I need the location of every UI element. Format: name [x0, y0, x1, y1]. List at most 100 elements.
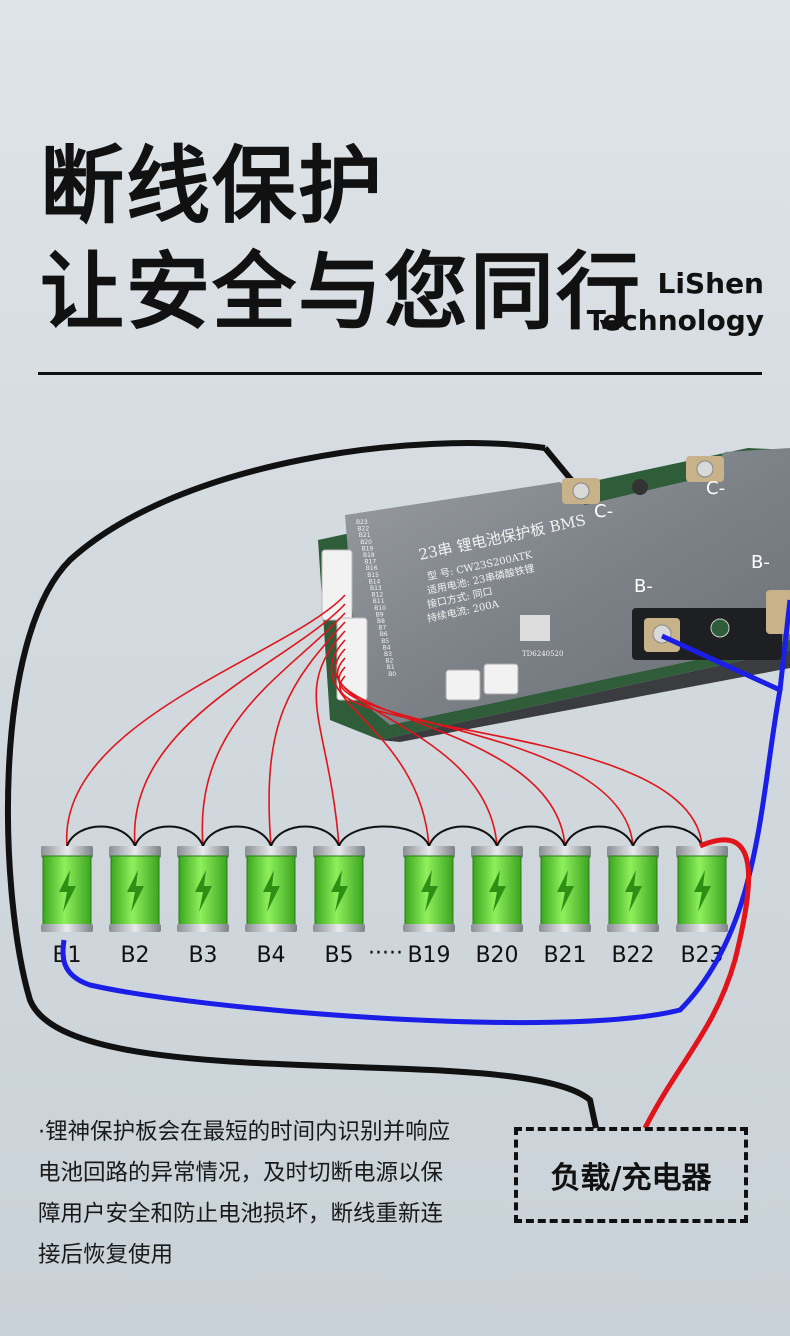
pin-label: B12	[371, 592, 383, 599]
pin-label: B2	[385, 658, 393, 665]
battery-cell: B3	[177, 846, 229, 968]
pin-label: B20	[360, 539, 372, 546]
pin-label: B0	[388, 671, 396, 678]
headline-line-2: 让安全与您同行	[40, 243, 643, 341]
label-b-minus-right: B-	[751, 552, 770, 573]
balance-wire	[201, 612, 346, 847]
balance-wire	[66, 594, 346, 847]
pin-label: B11	[373, 598, 385, 605]
cell-label: B4	[256, 943, 285, 968]
negative-wire	[60, 633, 783, 1026]
terminal-b-minus-right	[766, 590, 790, 634]
battery-cell: B20	[471, 846, 523, 968]
terminal-c-minus-right	[686, 456, 724, 482]
lightning-bolt-icon	[421, 870, 438, 912]
lightning-bolt-icon	[694, 870, 711, 912]
negative-wire-stub	[777, 599, 790, 691]
series-link	[202, 825, 272, 847]
series-link	[564, 825, 634, 847]
load-charger-label: 负载/充电器	[550, 1161, 712, 1196]
series-link	[428, 825, 498, 847]
lightning-bolt-icon	[557, 870, 574, 912]
brand-name: LiShen	[657, 267, 764, 300]
pin-label: B22	[357, 526, 369, 533]
terminal-bolt-middle	[632, 479, 648, 495]
series-link	[496, 825, 566, 847]
pin-label: B4	[383, 644, 391, 651]
cell-label: B22	[611, 943, 654, 968]
battery-cell: B19	[403, 846, 455, 968]
lightning-bolt-icon	[263, 870, 280, 912]
terminal-b-minus-left	[632, 608, 782, 660]
series-link	[66, 825, 136, 847]
pin-label: B13	[370, 585, 382, 592]
ntc-connector	[445, 669, 481, 701]
cell-label: B3	[188, 943, 217, 968]
sw-connector	[483, 663, 519, 695]
board-serial: TD6240520	[522, 650, 563, 658]
label-b-minus-left: B-	[634, 576, 653, 597]
balance-wire	[133, 603, 346, 847]
header-divider	[38, 372, 762, 375]
load-charger-box: 负载/充电器	[514, 1127, 748, 1223]
lightning-bolt-icon	[195, 870, 212, 912]
balance-wire	[339, 675, 703, 847]
lightning-bolt-icon	[59, 870, 76, 912]
pin-label: B8	[377, 618, 385, 625]
charge-wire-left	[5, 440, 599, 1129]
balance-wire	[330, 639, 430, 847]
pin-label: B9	[376, 611, 384, 618]
series-link	[134, 825, 204, 847]
pin-label: B15	[367, 572, 379, 579]
label-c-minus-right: C-	[706, 478, 725, 499]
label-c-minus-left: C-	[594, 501, 613, 522]
pin-label: B14	[369, 578, 381, 585]
battery-cell: B2	[109, 846, 161, 968]
series-link	[632, 825, 703, 847]
board-pin-labels: B23B22B21B20B19B18B17B16B15B14B13B12B11B…	[356, 519, 396, 678]
cell-label: B5	[324, 943, 353, 968]
balance-wire	[315, 630, 346, 847]
pin-label: B19	[362, 545, 374, 552]
cell-label: B2	[120, 943, 149, 968]
battery-cell: B23	[676, 846, 728, 968]
headline-line-1: 断线保护	[40, 137, 385, 235]
terminal-c-minus-left	[562, 478, 600, 504]
board-qr-code	[520, 615, 550, 641]
pin-label: B18	[363, 552, 375, 559]
series-link	[338, 825, 430, 847]
balance-wires	[66, 594, 703, 847]
pin-label: B3	[384, 651, 392, 658]
lightning-bolt-icon	[625, 870, 642, 912]
cell-ellipsis: ·····	[368, 941, 403, 966]
charge-wire-positive	[642, 837, 752, 1130]
cell-label: B20	[475, 943, 518, 968]
pin-label: B5	[381, 638, 389, 645]
battery-cell: B1	[41, 846, 93, 968]
battery-cell: B22	[607, 846, 659, 968]
series-link	[270, 825, 340, 847]
battery-cell: B5	[313, 846, 365, 968]
brand-tagline: Technology	[586, 304, 764, 337]
pin-label: B1	[387, 664, 395, 671]
cell-label: B19	[407, 943, 450, 968]
battery-cell: B4	[245, 846, 297, 968]
pin-label: B16	[366, 565, 378, 572]
pin-label: B10	[374, 605, 386, 612]
pin-label: B23	[356, 519, 368, 526]
balance-wire	[338, 666, 634, 847]
description-text: ·锂神保护板会在最短的时间内识别并响应电池回路的异常情况，及时切断电源以保障用户…	[38, 1119, 451, 1268]
balance-wire	[334, 648, 498, 847]
bms-board-base	[380, 650, 790, 742]
cell-label: B21	[543, 943, 586, 968]
battery-cell: B21	[539, 846, 591, 968]
lightning-bolt-icon	[127, 870, 144, 912]
balance-connector-upper	[321, 549, 353, 621]
balance-wire	[268, 621, 346, 847]
pin-label: B17	[364, 559, 376, 566]
pin-label: B21	[359, 532, 371, 539]
lightning-bolt-icon	[331, 870, 348, 912]
pin-label: B7	[378, 625, 386, 632]
